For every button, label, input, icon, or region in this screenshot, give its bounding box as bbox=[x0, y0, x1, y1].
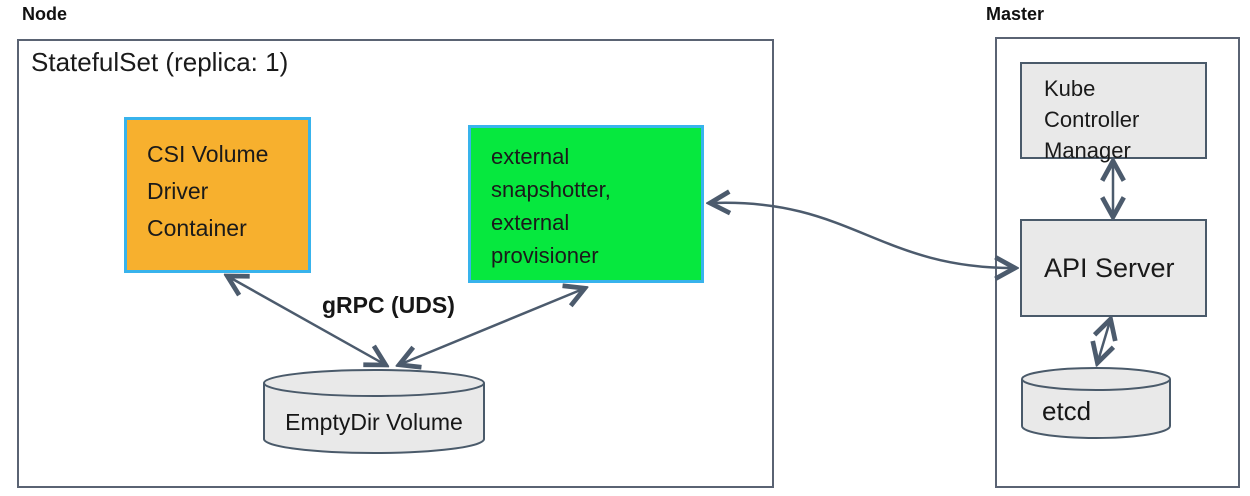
node-section-label: Node bbox=[22, 4, 67, 24]
external-sidecars-box: external snapshotter, external provision… bbox=[468, 125, 704, 283]
statefulset-label: StatefulSet (replica: 1) bbox=[31, 47, 289, 77]
kube-controller-manager-box: Kube Controller Manager bbox=[1020, 62, 1207, 163]
api-server-box: API Server bbox=[1020, 219, 1207, 317]
grpc-uds-label: gRPC (UDS) bbox=[322, 292, 455, 318]
etcd-label: etcd bbox=[1042, 396, 1092, 426]
cylinder-shape-icon bbox=[263, 369, 485, 454]
etcd-cylinder: etcd bbox=[1020, 366, 1172, 440]
master-section-label: Master bbox=[986, 4, 1045, 24]
emptydir-volume-label: EmptyDir Volume bbox=[285, 409, 463, 435]
emptydir-volume-cylinder: EmptyDir Volume bbox=[262, 368, 486, 456]
cylinder-shape-icon bbox=[1021, 367, 1171, 439]
csi-volume-driver-container-box: CSI Volume Driver Container bbox=[124, 117, 311, 273]
